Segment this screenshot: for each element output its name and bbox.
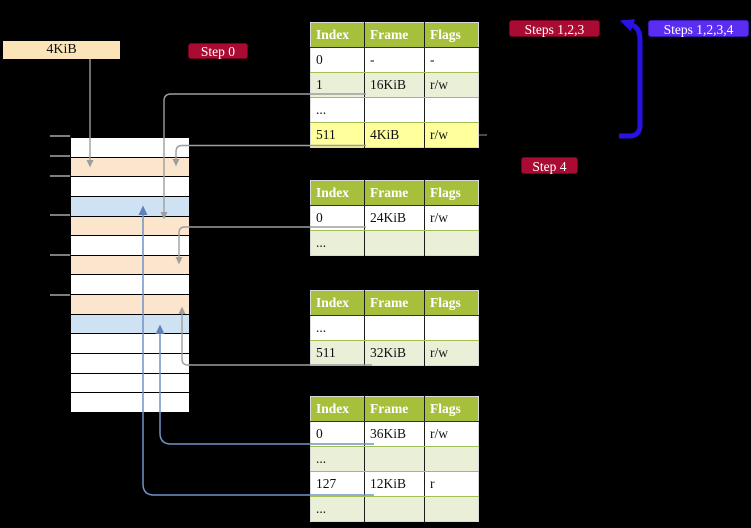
cell-frame: 36KiB [364, 421, 425, 447]
cell-flags: r/w [424, 72, 479, 98]
step-0-badge: Step 0 [188, 43, 248, 59]
memory-row-peach [71, 216, 189, 237]
cell-index: 0 [310, 205, 365, 231]
table-header-row: Index Frame Flags [310, 396, 479, 422]
page-table-level-2: Index Frame Flags ... 511 32KiB r/w [310, 290, 479, 366]
tick-mark [50, 155, 70, 157]
page-table-level-4: Index Frame Flags 0 - - 1 16KiB r/w ... … [310, 22, 479, 148]
cell-index: 1 [310, 72, 365, 98]
cell-frame [364, 496, 425, 522]
table-row: ... [310, 446, 479, 472]
header-index: Index [310, 180, 365, 206]
cell-index: 0 [310, 421, 365, 447]
cell-flags: - [424, 47, 479, 73]
table-row: ... [310, 230, 479, 256]
memory-row-blue [71, 196, 189, 217]
memory-row-white [71, 275, 189, 296]
table-row: ... [310, 97, 479, 123]
header-index: Index [310, 396, 365, 422]
cell-frame [364, 315, 425, 341]
cell-frame [364, 97, 425, 123]
steps-1234-badge: Steps 1,2,3,4 [648, 20, 749, 37]
cell-index: ... [310, 230, 365, 256]
tick-mark [50, 135, 70, 137]
header-frame: Frame [364, 22, 425, 48]
header-frame: Frame [364, 290, 425, 316]
header-index: Index [310, 22, 365, 48]
memory-row-blue [71, 314, 189, 335]
table-row: 0 36KiB r/w [310, 421, 479, 447]
cell-index: ... [310, 496, 365, 522]
cell-flags: r/w [424, 340, 479, 366]
cell-index: 0 [310, 47, 365, 73]
memory-row-white [71, 354, 189, 374]
cell-flags [424, 230, 479, 256]
memory-row-white [71, 373, 189, 394]
table-row: 127 12KiB r [310, 471, 479, 497]
tick-mark [50, 294, 70, 296]
cell-index: ... [310, 446, 365, 472]
memory-row-white [71, 177, 189, 197]
cell-index: 127 [310, 471, 365, 497]
table-row: 511 32KiB r/w [310, 340, 479, 366]
cell-flags: r/w [424, 122, 479, 148]
cell-frame [364, 446, 425, 472]
cell-index: 511 [310, 340, 365, 366]
memory-row-peach [71, 255, 189, 276]
header-flags: Flags [424, 22, 479, 48]
tick-mark [50, 254, 70, 256]
page-table-level-3: Index Frame Flags 0 24KiB r/w ... [310, 180, 479, 256]
cell-flags [424, 97, 479, 123]
table-row: 0 24KiB r/w [310, 205, 479, 231]
cell-index: ... [310, 315, 365, 341]
tick-mark [50, 214, 70, 216]
cell-frame: 16KiB [364, 72, 425, 98]
steps-walk-up-arrow [619, 19, 643, 139]
memory-row-white [71, 236, 189, 256]
cell-frame: 24KiB [364, 205, 425, 231]
cell-frame [364, 230, 425, 256]
memory-row-white [71, 138, 189, 158]
header-frame: Frame [364, 396, 425, 422]
cell-flags [424, 446, 479, 472]
table-row: 1 16KiB r/w [310, 72, 479, 98]
step-4-badge: Step 4 [521, 157, 578, 174]
memory-row-white [71, 393, 189, 412]
cell-flags: r [424, 471, 479, 497]
cell-frame: 12KiB [364, 471, 425, 497]
table-header-row: Index Frame Flags [310, 22, 479, 48]
table-header-row: Index Frame Flags [310, 180, 479, 206]
cell-frame: 32KiB [364, 340, 425, 366]
cell-flags: r/w [424, 205, 479, 231]
cell-flags [424, 315, 479, 341]
header-flags: Flags [424, 180, 479, 206]
tick-mark [50, 175, 70, 177]
cell-index: ... [310, 97, 365, 123]
memory-row-peach [71, 157, 189, 178]
header-flags: Flags [424, 396, 479, 422]
memory-row-peach [71, 295, 189, 315]
header-flags: Flags [424, 290, 479, 316]
memory-stack [70, 137, 190, 413]
table-header-row: Index Frame Flags [310, 290, 479, 316]
cell-flags: r/w [424, 421, 479, 447]
page-size-label: 4KiB [3, 41, 120, 59]
header-index: Index [310, 290, 365, 316]
table-row: 0 - - [310, 47, 479, 73]
memory-row-white [71, 334, 189, 355]
header-frame: Frame [364, 180, 425, 206]
cell-frame: 4KiB [364, 122, 425, 148]
table-row-highlighted: 511 4KiB r/w [310, 122, 479, 148]
steps-123-badge: Steps 1,2,3 [509, 20, 600, 37]
table-row: ... [310, 315, 479, 341]
page-table-level-1: Index Frame Flags 0 36KiB r/w ... 127 12… [310, 396, 479, 522]
cell-frame: - [364, 47, 425, 73]
table-row: ... [310, 496, 479, 522]
cell-index: 511 [310, 122, 365, 148]
cell-flags [424, 496, 479, 522]
